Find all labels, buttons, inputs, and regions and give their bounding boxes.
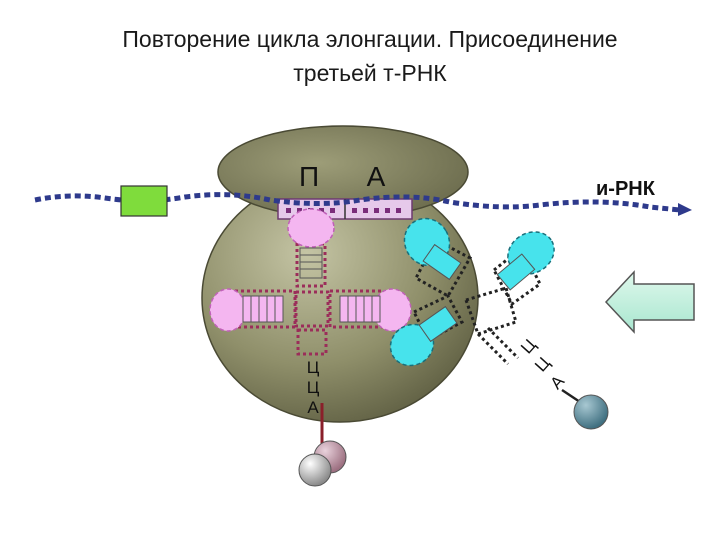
mrna-arrowhead [678, 203, 692, 216]
trna-left-letter-2: Ц [307, 378, 320, 397]
site-p-label: П [299, 161, 319, 192]
trna-right-letter-3: А [547, 371, 569, 393]
trna-right-letter-1: Ц [517, 335, 540, 357]
title-line-2: третьей т-РНК [293, 60, 447, 86]
trna-left-anticodon-loop [287, 208, 335, 248]
trna-left-letter-3: А [307, 398, 319, 417]
amino-acid-incoming [573, 394, 609, 430]
trna-left-d-loop [209, 288, 247, 332]
site-a-label: А [367, 161, 386, 192]
mrna-strand [34, 192, 681, 213]
trna-left-t-loop [372, 288, 412, 332]
trna-right-acceptor-line [561, 388, 581, 404]
page-title: Повторение цикла элонгации. Присоединени… [0, 22, 720, 90]
trna-right-letter-2: Ц [531, 353, 554, 375]
amino-acid-2 [298, 453, 332, 487]
incoming-direction-arrow [604, 270, 695, 334]
trna-left-letter-1: Ц [307, 358, 320, 377]
mrna-label: и-РНК [596, 178, 656, 200]
title-line-1: Повторение цикла элонгации. Присоединени… [122, 26, 618, 52]
trna-left: Ц Ц А [209, 208, 412, 487]
mrna-codon-box [120, 185, 168, 217]
